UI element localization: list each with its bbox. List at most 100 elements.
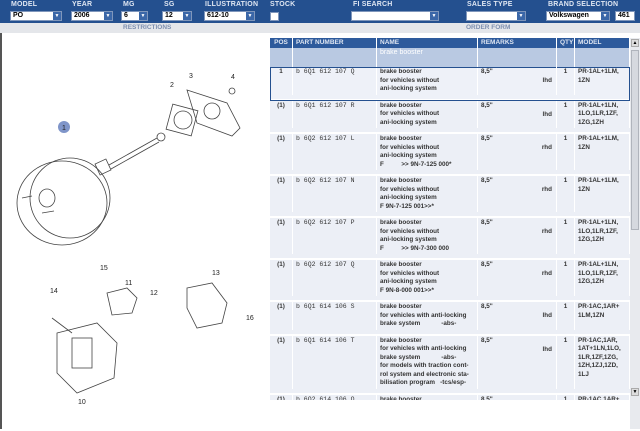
model-select[interactable]: PO▼ xyxy=(10,11,62,21)
qty-cell: 1 xyxy=(557,218,575,254)
group-label: brake booster xyxy=(377,48,478,67)
model-cell: PR-1AC,1AR+ 1LM,1ZN xyxy=(575,302,630,330)
stock-label: STOCK xyxy=(270,1,296,8)
part-number-cell[interactable]: b 6Q2 612 107 L xyxy=(293,134,377,170)
callout-13: 13 xyxy=(212,270,220,277)
table-header: POS PART NUMBER NAME REMARKS QTY MODEL xyxy=(270,38,630,48)
name-cell: brake booster for vehicles without ani-l… xyxy=(377,176,478,212)
part-number-cell[interactable]: b 6Q1 614 106 T xyxy=(293,335,377,389)
remarks-cell: 8,5"lhd xyxy=(478,67,557,95)
col-part-number[interactable]: PART NUMBER xyxy=(293,38,377,48)
callout-15: 15 xyxy=(100,265,108,272)
pos-cell: (1) xyxy=(270,394,293,400)
illustration-value: 612-10 xyxy=(207,12,229,19)
table-row[interactable]: (1) b 6Q2 612 107 Q brake booster for ve… xyxy=(270,260,630,302)
remark-value: 8,5" xyxy=(481,395,493,401)
remarks-cell: 8,5"rhd xyxy=(478,134,557,170)
table-row[interactable]: 1 b 6Q1 612 107 Q brake booster for vehi… xyxy=(270,67,630,101)
scroll-down-icon[interactable]: ▼ xyxy=(631,388,639,396)
mount-drawing xyxy=(51,282,228,394)
model-cell: PR-1AL+1LN, 1LO,1LR,1ZF, 1ZG,1ZH xyxy=(575,218,630,254)
brand-label: BRAND SELECTION xyxy=(548,1,619,8)
order-form-table: POS PART NUMBER NAME REMARKS QTY MODEL b… xyxy=(270,38,630,400)
qty-cell: 1 xyxy=(557,67,575,95)
chevron-down-icon: ▼ xyxy=(246,12,254,20)
pos-cell: 1 xyxy=(270,67,293,95)
qty-cell: 1 xyxy=(557,260,575,296)
filter-bar: MODEL PO▼ YEAR 2006▼ MG 6▼ SG 12▼ ILLUST… xyxy=(0,0,640,23)
table-row[interactable]: (1) b 6Q1 614 106 T brake booster for ve… xyxy=(270,335,630,395)
col-qty[interactable]: QTY xyxy=(557,38,575,48)
sg-label: SG xyxy=(164,1,175,8)
table-row[interactable]: (1) b 6Q2 612 107 P brake booster for ve… xyxy=(270,218,630,260)
col-name[interactable]: NAME xyxy=(377,38,478,48)
qty-cell: 1 xyxy=(557,335,575,389)
remarks-cell: 8,5"lhd xyxy=(478,100,557,128)
drive-side: lhd xyxy=(542,345,552,353)
scrollbar[interactable]: ▲ ▼ xyxy=(630,38,640,429)
mg-select[interactable]: 6▼ xyxy=(121,11,148,21)
remark-value: 8,5" xyxy=(481,261,493,268)
part-number-cell[interactable]: b 6Q2 612 107 Q xyxy=(293,260,377,296)
model-cell: PR-1AC,1AR, 1AT+1LN,1LO, 1LR,1ZF,1ZG, 1Z… xyxy=(575,335,630,389)
part-number-cell[interactable]: b 6Q2 612 107 P xyxy=(293,218,377,254)
scroll-thumb[interactable] xyxy=(631,50,639,230)
scroll-up-icon[interactable]: ▲ xyxy=(631,39,639,47)
model-label: MODEL xyxy=(11,1,38,8)
group-row: brake booster xyxy=(270,48,630,67)
fi-search-label: FI SEARCH xyxy=(353,1,393,8)
table-row[interactable]: (1) b 6Q2 614 106 Q brake booster for ve… xyxy=(270,394,630,401)
restrictions-label[interactable]: RESTRICTIONS xyxy=(123,24,172,31)
section-header: RESTRICTIONS ORDER FORM xyxy=(0,23,640,33)
remark-value: 8,5" xyxy=(481,336,493,344)
drive-side: lhd xyxy=(542,312,552,319)
name-cell: brake booster for vehicles without ani-l… xyxy=(377,260,478,296)
model-cell: PR-1AL+1LM, 1ZN xyxy=(575,176,630,212)
sg-value: 12 xyxy=(165,12,173,19)
callout-3: 3 xyxy=(189,73,193,80)
illustration-select[interactable]: 612-10 ▼ xyxy=(204,11,255,21)
table-row[interactable]: (1) b 6Q1 614 106 S brake booster for ve… xyxy=(270,302,630,336)
brand-value: Volkswagen xyxy=(549,12,589,19)
col-model[interactable]: MODEL xyxy=(575,38,630,48)
chevron-down-icon: ▼ xyxy=(517,12,525,20)
remarks-cell: 8,5" rhd xyxy=(478,260,557,296)
pos-cell: (1) xyxy=(270,335,293,389)
chevron-down-icon: ▼ xyxy=(430,12,438,20)
year-label: YEAR xyxy=(72,1,93,8)
pos-cell: (1) xyxy=(270,302,293,330)
col-pos[interactable]: POS xyxy=(270,38,293,48)
table-row[interactable]: (1) b 6Q2 612 107 N brake booster for ve… xyxy=(270,176,630,218)
model-cell: PR-1AL+1LM, 1ZN xyxy=(575,67,630,95)
name-cell: brake booster for vehicles without ani-l… xyxy=(377,100,478,128)
name-cell: brake booster for vehicles with anti-loc… xyxy=(377,335,478,389)
pos-cell: (1) xyxy=(270,176,293,212)
chevron-down-icon: ▼ xyxy=(104,12,112,20)
stock-checkbox[interactable] xyxy=(270,12,279,21)
chevron-down-icon: ▼ xyxy=(183,12,191,20)
model-cell: PR-1AC,1AR+ 1LM,1ZN xyxy=(575,394,630,400)
sales-type-select[interactable]: ▼ xyxy=(466,11,526,21)
part-number-cell[interactable]: b 6Q1 614 106 S xyxy=(293,302,377,330)
drive-side: rhd xyxy=(541,270,552,277)
col-remarks[interactable]: REMARKS xyxy=(478,38,557,48)
remark-value: 8,5" xyxy=(481,68,493,75)
callout-1-highlight xyxy=(58,121,70,133)
callout-11: 11 xyxy=(125,280,132,287)
pos-cell: (1) xyxy=(270,218,293,254)
year-select[interactable]: 2006▼ xyxy=(71,11,113,21)
name-cell: brake booster for vehicles with anti-loc… xyxy=(377,394,478,400)
table-row[interactable]: (1) b 6Q2 612 107 L brake booster for ve… xyxy=(270,134,630,176)
part-number-cell[interactable]: b 6Q1 612 107 R xyxy=(293,100,377,128)
order-form-label[interactable]: ORDER FORM xyxy=(466,24,511,31)
name-cell: brake booster for vehicles with anti-loc… xyxy=(377,302,478,330)
fi-search-select[interactable]: ▼ xyxy=(351,11,439,21)
part-number-cell[interactable]: b 6Q2 614 106 Q xyxy=(293,394,377,400)
part-number-cell[interactable]: b 6Q1 612 107 Q xyxy=(293,67,377,95)
brand-select[interactable]: Volkswagen▼ xyxy=(546,11,610,21)
remarks-cell: 8,5" lhd xyxy=(478,335,557,389)
part-number-cell[interactable]: b 6Q2 612 107 N xyxy=(293,176,377,212)
callout-14: 14 xyxy=(50,288,58,295)
table-row[interactable]: (1) b 6Q1 612 107 R brake booster for ve… xyxy=(270,100,630,134)
sg-select[interactable]: 12 ▼ xyxy=(162,11,192,21)
